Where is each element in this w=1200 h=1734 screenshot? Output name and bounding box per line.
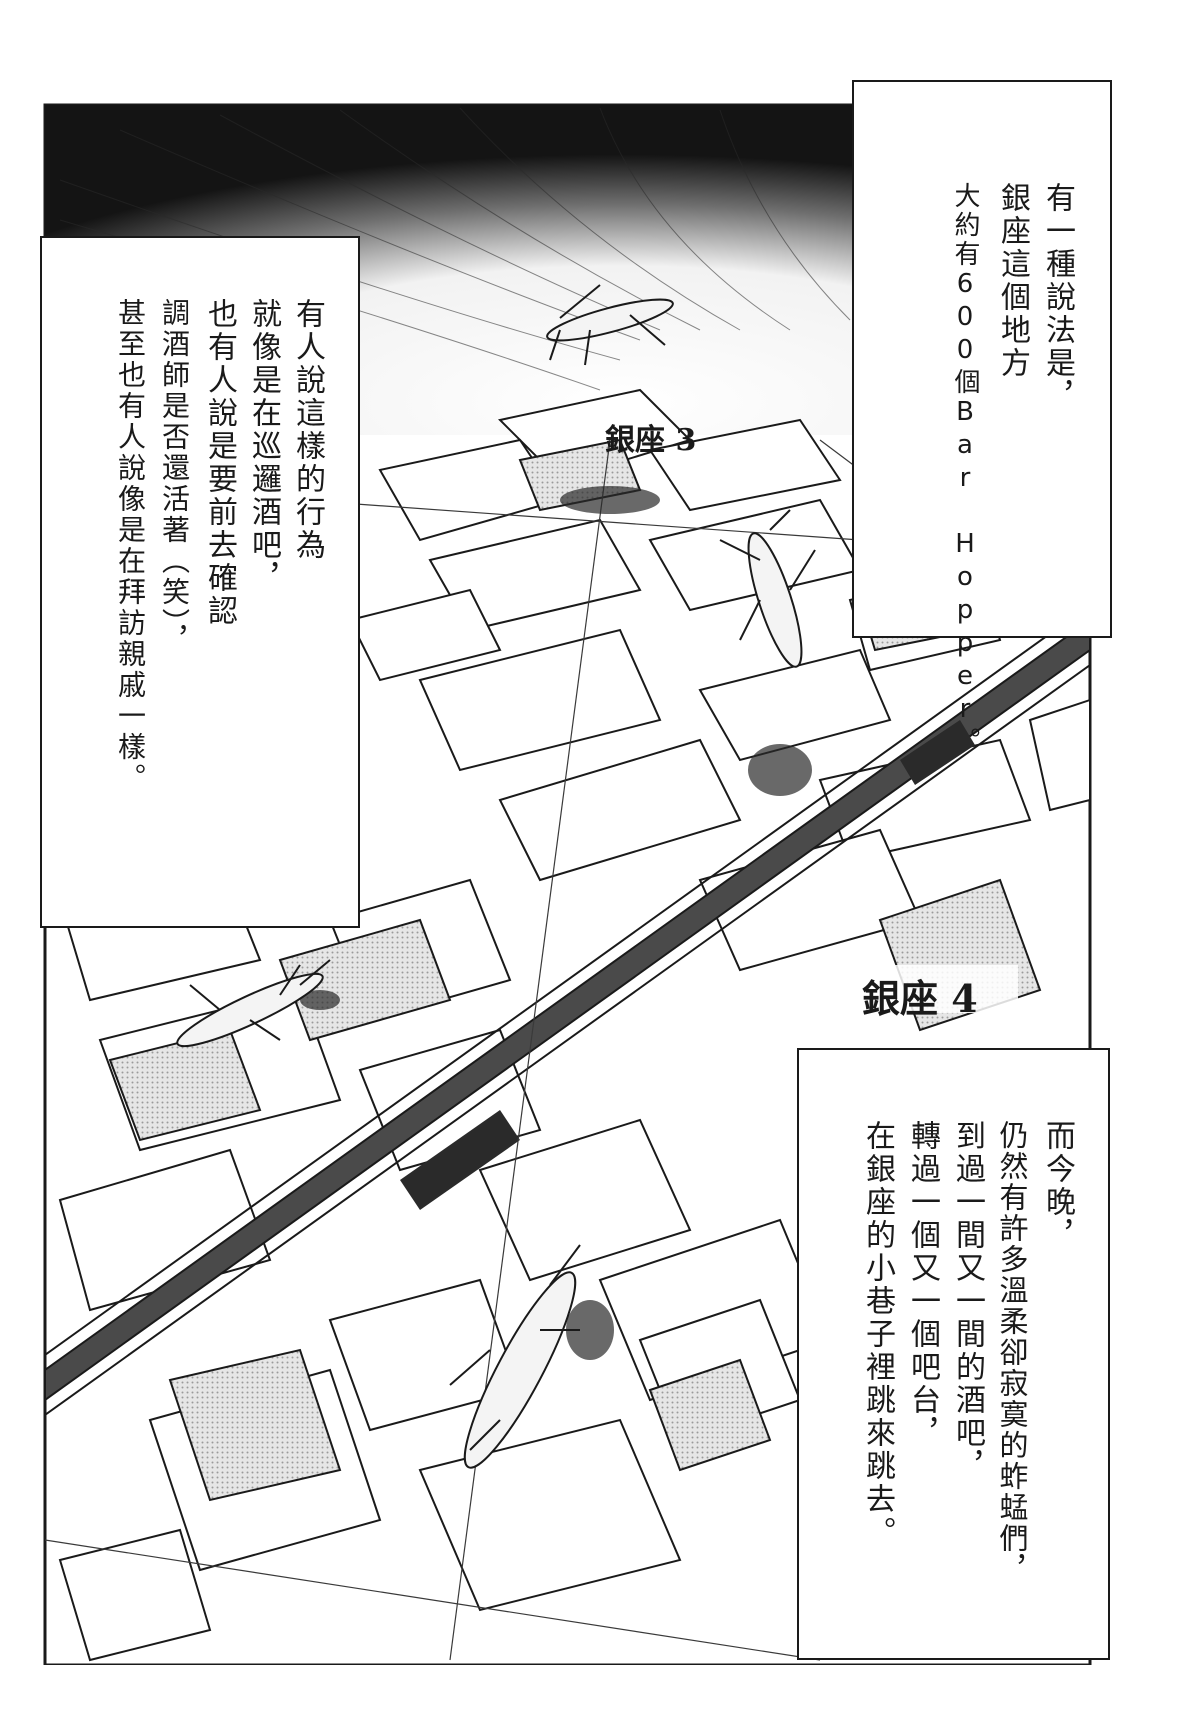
caption-left: 有人說這樣的行為 就像是在巡邏酒吧， 也有人說是要前去確認 調酒師是否還活著（笑… — [40, 236, 360, 928]
ginza3-label: 銀座 3 — [605, 423, 697, 458]
grasshopper-icon — [719, 509, 816, 668]
caption-line: 也有人說是要前去確認 — [202, 298, 237, 628]
caption-top-right: 有一種說法是， 銀座這個地方 大約有600個Bar Hopper。 — [852, 80, 1112, 756]
caption-line: 轉過一個又一個吧台， — [905, 1120, 940, 1450]
caption-line: 有一種說法是， — [1040, 182, 1075, 413]
caption-line: 銀座這個地方 — [995, 182, 1030, 380]
grasshopper-icon — [449, 1244, 581, 1469]
ginza4-marker — [858, 965, 1018, 1013]
caption-line: 甚至也有人說像是在拜訪親戚一樣。 — [114, 298, 147, 794]
page-margin-bottom — [0, 1665, 1200, 1734]
caption-line: 有人說這樣的行為 — [290, 298, 325, 562]
caption-line: 就像是在巡邏酒吧， — [246, 298, 281, 595]
caption-bottom-right: 而今晚， 仍然有許多溫柔卻寂寞的蚱蜢們， 到過一間又一間的酒吧， 轉過一個又一個… — [797, 1048, 1110, 1660]
railway — [45, 604, 1090, 1416]
ginza4-label: 銀座 4 — [862, 976, 978, 1021]
caption-line: 調酒師是否還活著（笑）， — [158, 298, 191, 656]
caption-line: 在銀座的小巷子裡跳來跳去。 — [860, 1120, 895, 1549]
grasshopper-icon — [176, 959, 331, 1048]
grasshopper-shadows — [300, 486, 812, 1360]
caption-line: 而今晚， — [1040, 1120, 1075, 1252]
grasshopper-icon — [546, 284, 674, 366]
caption-line: 仍然有許多溫柔卻寂寞的蚱蜢們， — [995, 1120, 1029, 1585]
caption-line: 到過一間又一間的酒吧， — [950, 1120, 985, 1483]
caption-line: 大約有600個Bar Hopper。 — [950, 182, 980, 756]
